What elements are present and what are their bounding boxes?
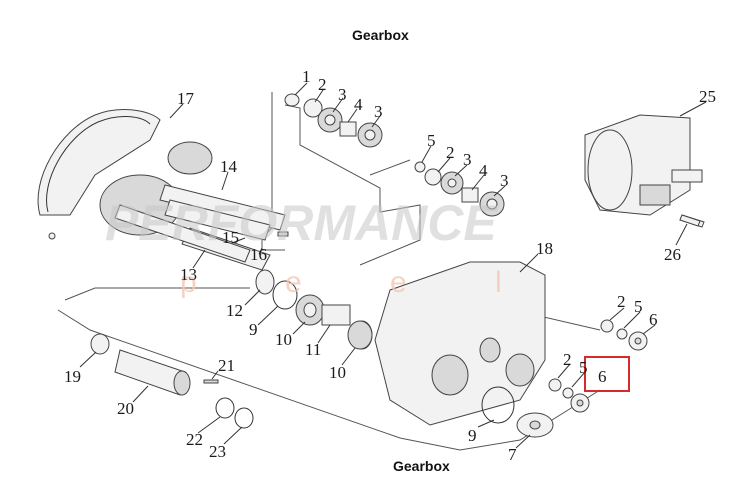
- label-part-16: 16: [250, 245, 267, 264]
- parts-2-5-6-washers-right: [548, 319, 648, 413]
- highlight-box-part-6: [584, 356, 630, 392]
- label-part-7: 7: [508, 445, 517, 464]
- parts-9-12-seals: [255, 269, 373, 350]
- part-26-key: [679, 214, 701, 227]
- watermark-peel: p e e l: [180, 266, 542, 299]
- label-part-11: 11: [305, 340, 321, 359]
- label-part-10: 10: [275, 330, 292, 349]
- label-part-15: 15: [222, 228, 239, 247]
- watermark-performance: PERFORMANCE: [105, 195, 498, 251]
- diagram-title-bottom: Gearbox: [393, 458, 450, 474]
- label-part-3: 3: [463, 150, 472, 169]
- label-part-9: 9: [468, 426, 477, 445]
- label-part-25: 25: [699, 87, 716, 106]
- label-part-12: 12: [226, 301, 243, 320]
- label-part-2: 2: [563, 350, 572, 369]
- parts-2-5-bearings-middle: [414, 161, 505, 217]
- part-13-shaft: [114, 204, 289, 271]
- label-part-5: 5: [634, 297, 643, 316]
- label-part-3: 3: [338, 85, 347, 104]
- parts-19-23-coupling: [90, 333, 254, 429]
- label-part-17: 17: [177, 89, 195, 108]
- label-part-1: 1: [302, 67, 311, 86]
- label-part-5: 5: [579, 358, 588, 377]
- diagram-title-top: Gearbox: [352, 27, 409, 43]
- label-part-2: 2: [617, 292, 626, 311]
- label-part-2: 2: [318, 75, 327, 94]
- label-part-4: 4: [354, 95, 363, 114]
- label-part-14: 14: [220, 157, 238, 176]
- label-part-6: 6: [649, 310, 658, 329]
- label-part-20: 20: [117, 399, 134, 418]
- parts-7-9-bottom: [481, 386, 554, 438]
- label-part-21: 21: [218, 356, 235, 375]
- label-part-3: 3: [500, 171, 509, 190]
- label-part-6-highlighted: 6: [598, 367, 607, 386]
- label-part-13: 13: [180, 265, 197, 284]
- label-part-19: 19: [64, 367, 81, 386]
- label-part-10: 10: [329, 363, 346, 382]
- part-25-gearbox-assembly: [584, 114, 705, 228]
- label-part-23: 23: [209, 442, 226, 461]
- label-part-22: 22: [186, 430, 203, 449]
- label-part-5: 5: [427, 131, 436, 150]
- label-part-4: 4: [479, 161, 488, 180]
- part-17-cover: [37, 109, 161, 240]
- parts-1-4-bearings-upper: [284, 93, 383, 148]
- label-part-18: 18: [536, 239, 553, 258]
- label-part-2: 2: [446, 143, 455, 162]
- label-part-9: 9: [249, 320, 258, 339]
- leader-lines: [79, 82, 707, 449]
- label-part-3: 3: [374, 102, 383, 121]
- part-18-housing: [351, 261, 546, 426]
- label-part-26: 26: [664, 245, 681, 264]
